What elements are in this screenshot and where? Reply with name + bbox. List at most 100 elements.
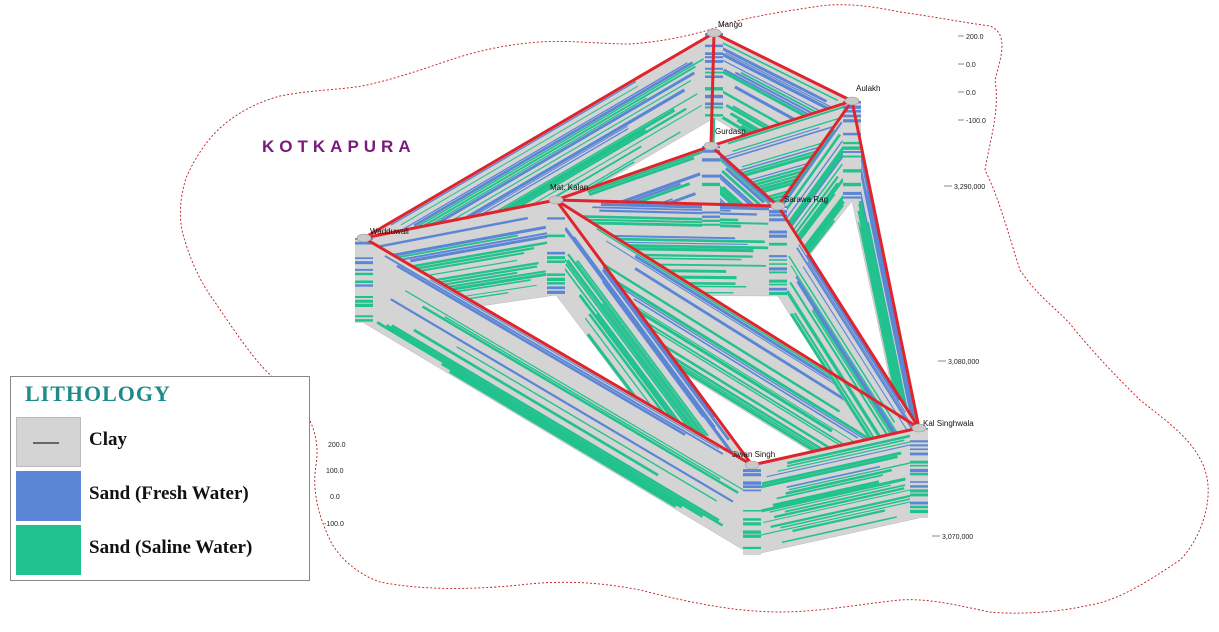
saline-water-sand-layer: [547, 277, 565, 282]
tick-label: 0.0: [330, 494, 340, 501]
saline-water-sand-layer: [705, 114, 723, 117]
saline-water-sand-layer: [786, 137, 850, 225]
well-connection-line: [776, 204, 921, 430]
well-connection-line: [776, 99, 854, 208]
saline-water-sand-layer: [780, 497, 914, 529]
fresh-water-sand-layer: [385, 232, 548, 264]
borehole-column: [769, 206, 787, 296]
saline-water-sand-layer: [769, 279, 787, 283]
fresh-water-sand-layer: [843, 119, 861, 123]
fresh-water-sand-layer: [807, 261, 919, 436]
fresh-water-sand-layer: [376, 216, 528, 249]
well-label: Aulakh: [856, 84, 880, 93]
saline-water-sand-layer: [355, 272, 373, 276]
tick-label: 3,080,000: [948, 359, 979, 366]
saline-water-sand-layer: [355, 315, 373, 318]
district-boundary: [179, 4, 1209, 614]
saline-water-sand-layer: [448, 370, 677, 508]
fresh-water-sand-layer: [718, 155, 772, 204]
saline-water-sand-layer: [547, 282, 565, 285]
right-axis: 200.0 0.0 0.0 -100.0 3,290,000 3,080,000…: [932, 34, 986, 541]
legend-label: Sand (Saline Water): [89, 537, 253, 558]
saline-water-sand-layer: [715, 38, 839, 102]
saline-water-sand-layer: [786, 434, 911, 465]
saline-water-sand-layer: [812, 308, 904, 452]
fresh-water-sand-layer: [702, 174, 720, 178]
fresh-water-sand-layer: [910, 485, 928, 488]
fresh-water-sand-layer: [355, 257, 373, 260]
well-connection-line: [850, 99, 921, 430]
saline-water-sand-layer: [769, 259, 787, 261]
saline-water-sand-layer: [843, 169, 861, 173]
tick-label: 200.0: [328, 442, 346, 449]
saline-water-sand-layer: [761, 451, 902, 486]
fresh-water-sand-layer: [716, 44, 828, 103]
legend-title: LITHOLOGY: [25, 381, 171, 406]
fresh-water-sand-layer: [547, 251, 565, 255]
saline-water-sand-layer: [782, 128, 836, 203]
saline-water-sand-layer: [910, 509, 928, 514]
fresh-water-sand-layer: [547, 217, 565, 220]
lithology-legend: LITHOLOGY Clay Sand (Fresh Water) Sand (…: [10, 376, 310, 581]
saline-water-sand-layer: [769, 291, 787, 296]
saline-water-sand-layer: [867, 222, 908, 410]
fresh-water-sand-layer: [843, 110, 861, 113]
saline-water-sand-layer: [793, 175, 839, 236]
borehole-column: [843, 101, 861, 201]
fresh-water-sand-layer: [728, 143, 831, 175]
saline-water-sand-layer: [547, 273, 565, 276]
well-head-marker: [911, 423, 927, 433]
fresh-water-sand-layer: [910, 468, 928, 473]
saline-water-sand-layer: [786, 140, 853, 230]
fresh-water-sand-layer: [766, 444, 912, 478]
saline-water-sand-layer: [772, 480, 880, 507]
tick-label: 0.0: [966, 90, 976, 97]
fresh-water-sand-layer: [634, 254, 843, 387]
saline-water-sand-layer: [456, 346, 717, 502]
saline-water-sand-layer: [910, 489, 928, 493]
tick-label: 200.0: [966, 34, 984, 41]
saline-water-sand-layer: [727, 104, 849, 145]
fresh-water-sand-layer: [716, 56, 821, 112]
saline-water-sand-layer: [910, 460, 928, 464]
clay-swatch: [16, 417, 81, 467]
fresh-water-sand-layer: [605, 240, 878, 412]
fresh-water-sand-layer: [725, 52, 843, 113]
legend-item-sand-fresh: Sand (Fresh Water): [11, 471, 311, 523]
well-connection-line: [362, 198, 558, 240]
fresh-water-sand-layer: [716, 50, 848, 120]
borehole-column: [355, 238, 373, 323]
well-connection-lines: [362, 31, 921, 467]
tick-label: 0.0: [966, 62, 976, 69]
fresh-water-sand-layer: [410, 234, 553, 263]
saline-water-sand-layer: [769, 271, 787, 274]
saline-water-sand-layer: [788, 460, 917, 491]
fresh-water-sand-layer: [910, 481, 928, 483]
fresh-water-sand-layer: [599, 209, 758, 216]
saline-water-sand-layer: [753, 500, 916, 538]
saline-water-sand-layer: [732, 114, 850, 152]
legend-label: Clay: [89, 429, 127, 450]
well-connection-line: [709, 31, 716, 148]
well-connection-line: [750, 426, 921, 467]
saline-water-sand-layer: [391, 324, 720, 522]
fresh-water-sand-layer: [769, 210, 787, 214]
tick-label: -100.0: [966, 118, 986, 125]
well-head-marker: [770, 201, 786, 211]
fresh-water-sand-layer: [563, 227, 746, 470]
fresh-water-sand-layer: [743, 473, 761, 477]
well-label: Kal Singhwala: [923, 419, 974, 428]
saline-water-sand-layer: [785, 468, 892, 495]
saline-water-sand-layer: [444, 316, 721, 480]
clay-layer: [547, 200, 565, 295]
saline-water-swatch: [16, 525, 81, 575]
saline-water-sand-layer: [811, 310, 894, 438]
saline-water-sand-layer: [355, 299, 373, 303]
fresh-water-sand-layer: [705, 102, 723, 106]
saline-water-sand-layer: [400, 85, 639, 226]
saline-water-sand-layer: [702, 182, 720, 187]
fresh-water-sand-layer: [384, 255, 724, 455]
saline-water-sand-layer: [385, 323, 724, 527]
fresh-water-sand-layer: [355, 284, 373, 287]
